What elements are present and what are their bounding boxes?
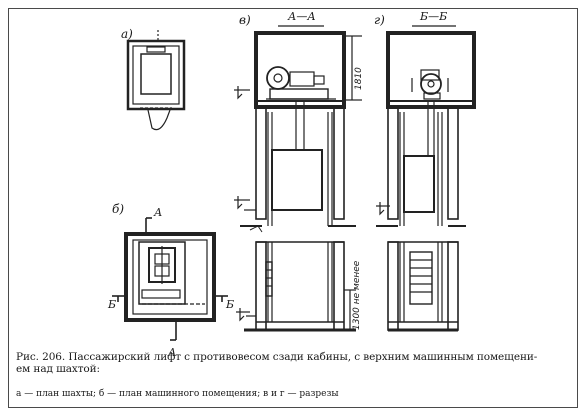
figure-caption: Рис. 206. Пассажирский лифт с противовес… [16,351,572,375]
caption-line-1: Рис. 206. Пассажирский лифт с противовес… [16,351,538,363]
cut-mark-a-top: А [153,206,162,219]
caption-legend: а — план шахты; б — план машинного помещ… [16,389,339,399]
section-a-a [234,25,362,332]
view-label-c: в) [239,13,251,27]
section-title-b-b: Б—Б [419,10,447,23]
cut-mark-b-right: Б [225,298,234,311]
cut-mark-a-bottom: А [167,346,176,359]
caption-line-2: ем над шахтой: [16,363,100,375]
dimension-machine-room-height: 1810 [354,67,364,90]
view-label-a: а) [121,27,133,41]
shaft-plan [126,30,186,131]
view-label-b: б) [112,202,124,216]
dimension-pit-depth: 1300 не менее [352,260,362,330]
section-title-a-a: А—А [287,10,316,23]
view-label-d: г) [374,13,385,27]
figure-frame [8,8,578,408]
section-b-b [376,25,476,332]
machine-room-plan [112,217,228,341]
cut-mark-b-left: Б [107,298,116,311]
